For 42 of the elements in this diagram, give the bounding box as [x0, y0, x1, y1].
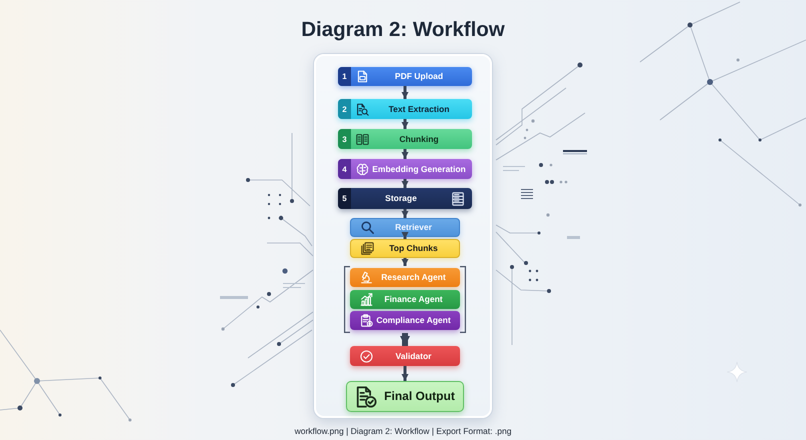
step-label: Retriever — [394, 222, 433, 233]
step-label: Text Extraction — [388, 104, 450, 114]
arrow — [402, 86, 408, 99]
step-label: Compliance Agent — [375, 315, 452, 326]
process-box — [338, 159, 472, 179]
process-box — [338, 99, 472, 119]
process-box — [338, 67, 472, 86]
step-number: 5 — [338, 188, 351, 209]
step-number: 3 — [338, 129, 351, 149]
step-number: 2 — [338, 99, 351, 119]
step-label: Embedding Generation — [371, 164, 467, 174]
step-label: Top Chunks — [388, 243, 439, 254]
workflow-panel — [314, 54, 492, 418]
arrow — [402, 258, 408, 266]
process-box — [338, 129, 472, 149]
arrow — [402, 366, 408, 381]
step-number: 1 — [338, 67, 351, 86]
arrow — [400, 333, 410, 346]
agent-box — [350, 290, 460, 309]
step-label: Storage — [384, 193, 418, 204]
process-box — [350, 239, 460, 258]
agent-group-bracket — [344, 266, 466, 333]
arrow — [402, 209, 408, 218]
arrow — [402, 119, 408, 129]
diagram-title: Diagram 2: Workflow — [300, 17, 506, 43]
step-label: Final Output — [384, 389, 455, 404]
agent-box — [350, 311, 460, 330]
caption: workflow.png | Diagram 2: Workflow | Export Format: .png — [294, 425, 512, 437]
step-label: Chunking — [398, 134, 440, 144]
arrow — [402, 149, 408, 159]
arrow — [402, 232, 408, 239]
process-box — [338, 188, 472, 209]
validator-box — [350, 346, 460, 366]
arrow — [402, 179, 408, 188]
agent-box — [350, 268, 460, 287]
step-number: 4 — [338, 159, 351, 179]
output-box — [346, 381, 464, 412]
step-label: PDF Upload — [394, 71, 444, 82]
step-label: Finance Agent — [383, 294, 444, 305]
process-box — [350, 218, 460, 237]
step-label: Validator — [394, 350, 432, 362]
step-label: Research Agent — [380, 272, 447, 283]
